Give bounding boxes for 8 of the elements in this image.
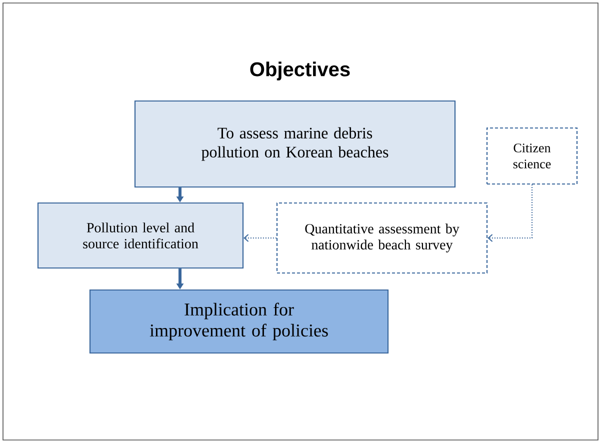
outcome-box: Implication for improvement of policies [89,289,389,354]
goal-box: To assess marine debris pollution on Korean beaches [134,100,456,188]
arrow [244,234,277,242]
title: Objectives [250,62,350,80]
method-box: Quantitative assessment by nationwide beach survey [276,202,488,274]
result-box: Pollution level and source identification [37,202,244,269]
input-box: Citizen science [486,127,578,185]
arrow [488,184,532,242]
